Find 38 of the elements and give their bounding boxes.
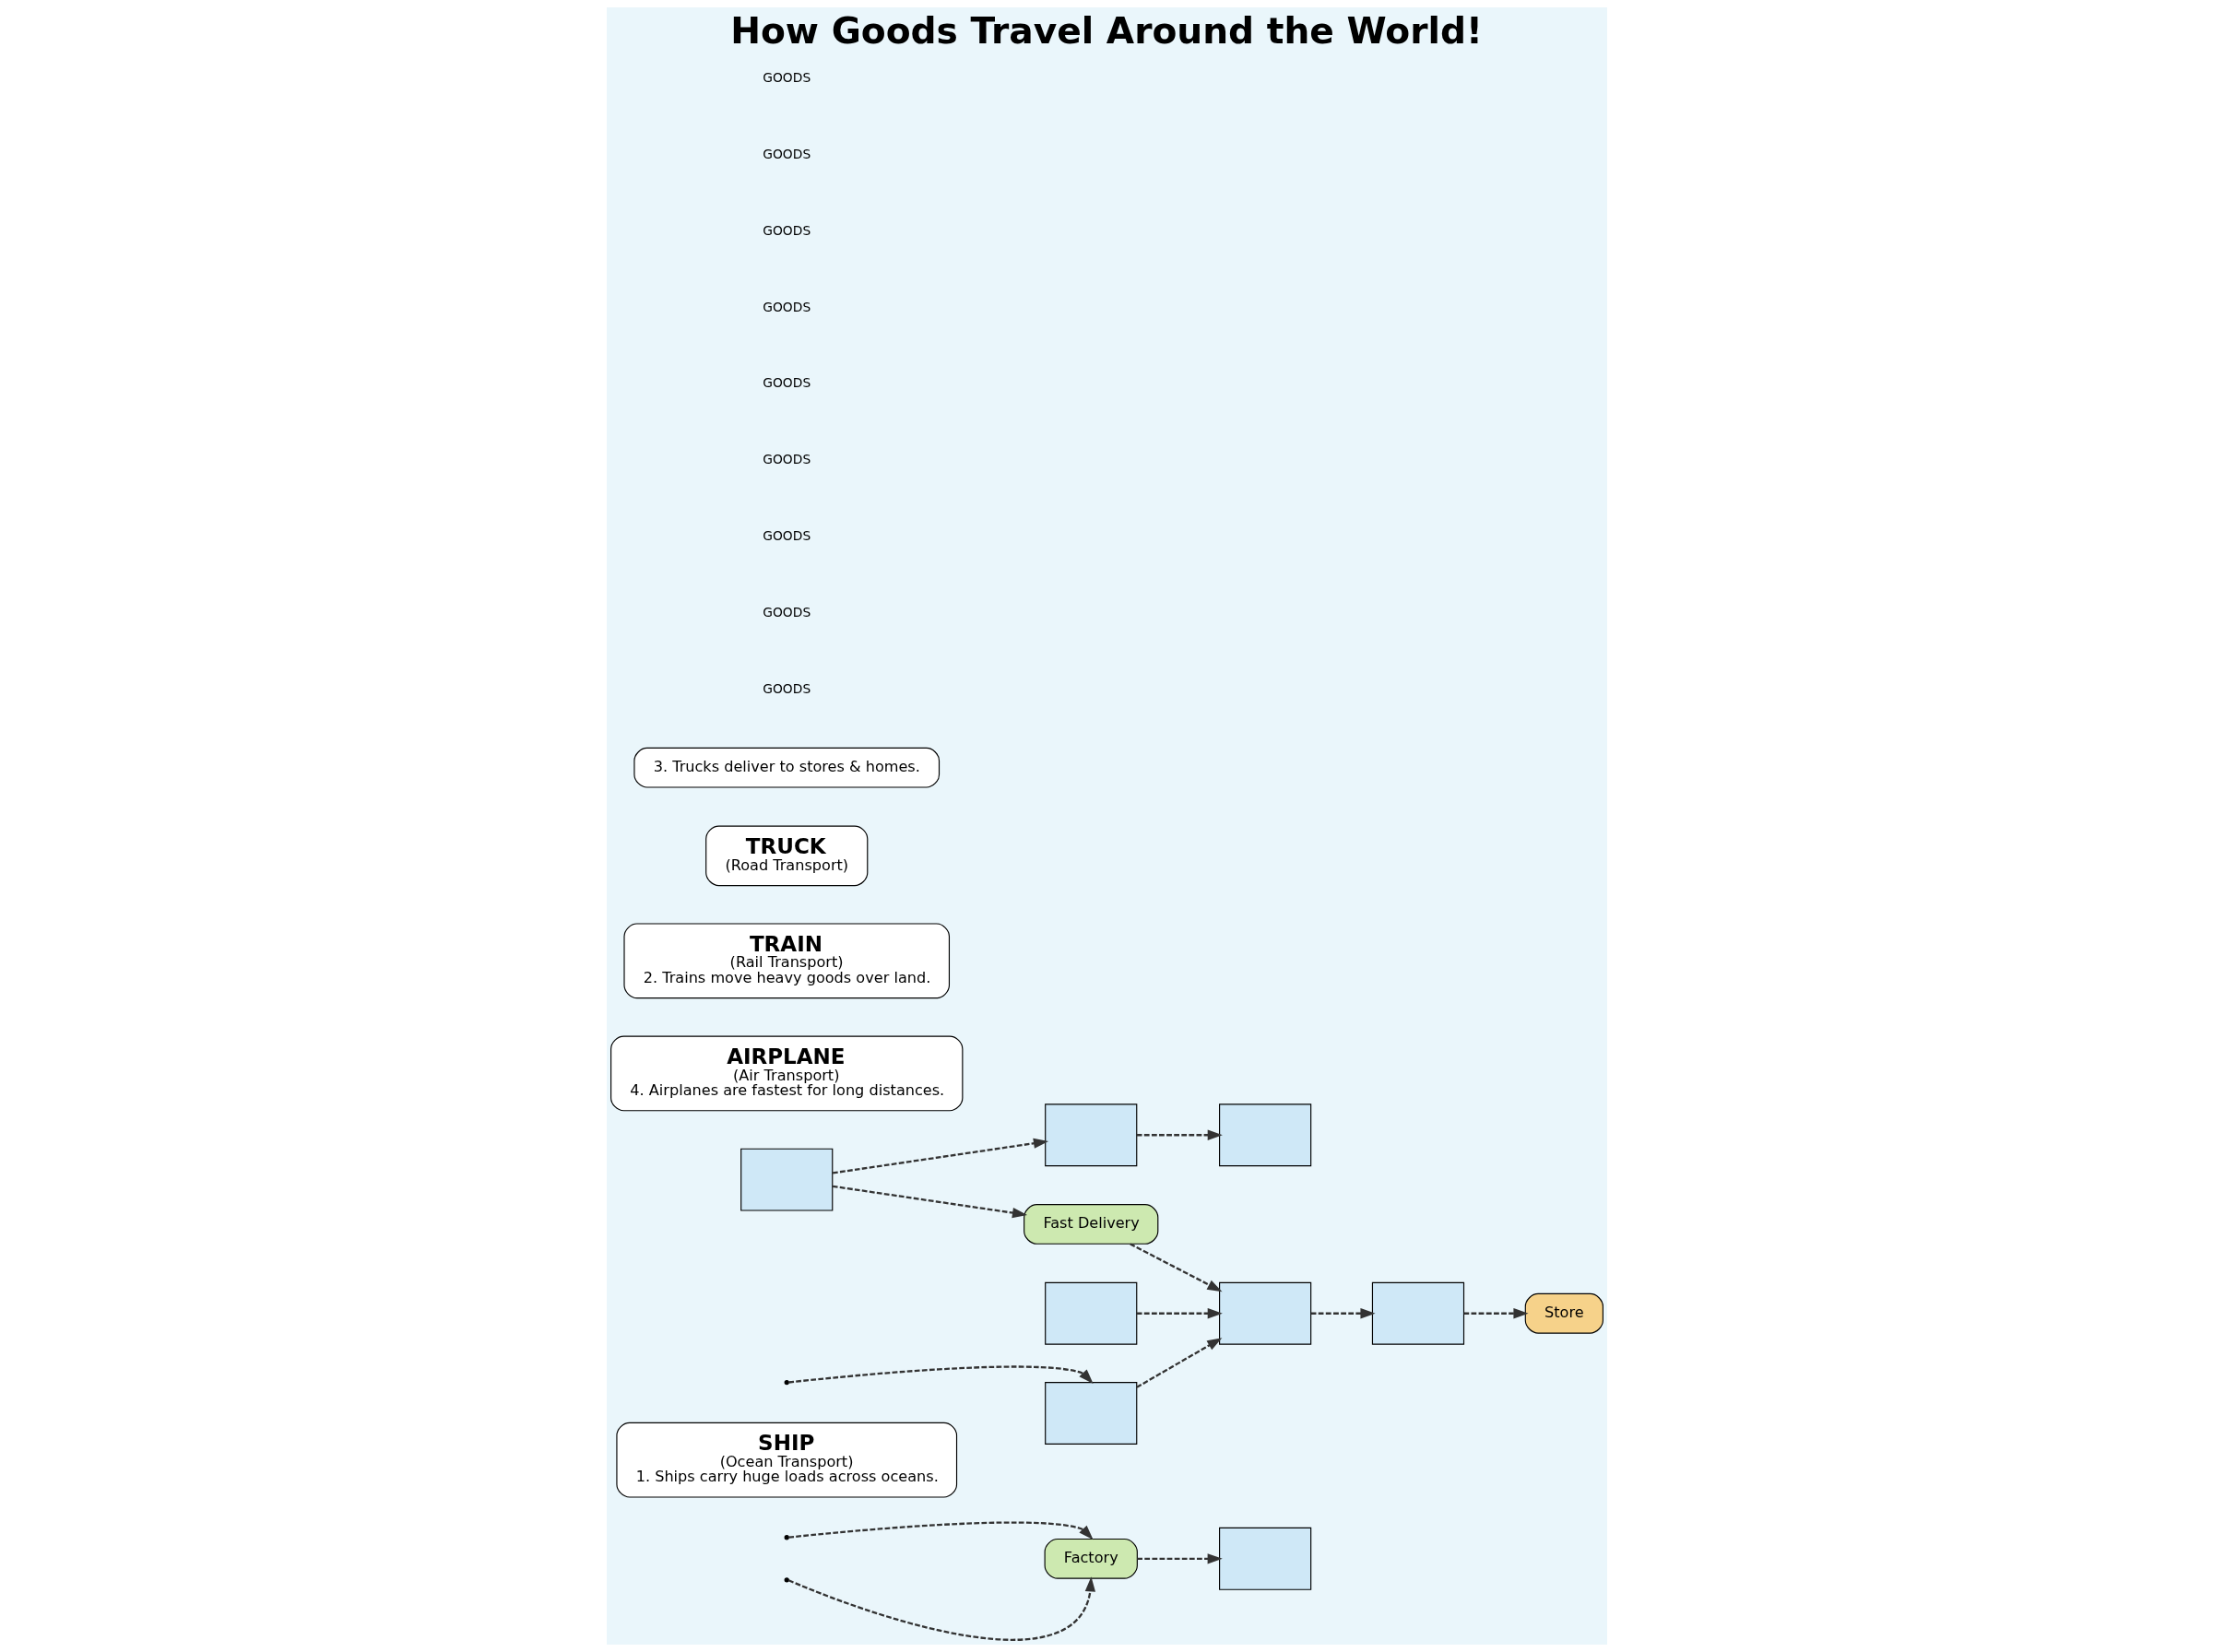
node-box [1044, 1103, 1137, 1167]
node-box: Store [1524, 1292, 1604, 1334]
arrow [787, 1576, 1095, 1641]
label: GOODS [762, 299, 811, 314]
node-box: SHIP (Ocean Transport) 1. Ships carry huge loads across oceans. [615, 1422, 957, 1498]
arrow [787, 1365, 1094, 1384]
node-box: TRUCK (Road Transport) [704, 825, 868, 887]
label: GOODS [762, 452, 811, 467]
node-box [1044, 1281, 1137, 1345]
node-box [1218, 1103, 1311, 1167]
node-box: 3. Trucks deliver to stores & homes. [633, 747, 940, 788]
arrow [832, 1138, 1048, 1174]
node-box: Fast Delivery [1023, 1204, 1158, 1245]
node-box [1218, 1527, 1311, 1590]
arrow [1135, 1338, 1222, 1388]
arrow [1129, 1243, 1222, 1292]
node-box: Factory [1044, 1538, 1138, 1579]
label: GOODS [762, 69, 811, 85]
arrow [1463, 1308, 1529, 1319]
label: GOODS [762, 605, 811, 620]
diagram-title: How Goods Travel Around the World! [729, 10, 1483, 53]
node-box [1371, 1281, 1464, 1345]
arrow [1310, 1308, 1376, 1319]
arrow [1136, 1553, 1223, 1564]
label: GOODS [762, 528, 811, 544]
node-box: AIRPLANE (Air Transport) 4. Airplanes are fastest for long distances. [609, 1035, 963, 1112]
arrow [832, 1185, 1027, 1219]
label: GOODS [762, 375, 811, 391]
arrow [1136, 1308, 1223, 1319]
arrow [787, 1521, 1094, 1540]
node-box [1218, 1281, 1311, 1345]
arrow [1136, 1129, 1223, 1140]
label: GOODS [762, 222, 811, 238]
label: GOODS [762, 146, 811, 161]
label: GOODS [762, 681, 811, 697]
node-box [1044, 1382, 1137, 1445]
node-box [740, 1148, 833, 1211]
node-box: TRAIN (Rail Transport) 2. Trains move heavy goods over land. [622, 923, 950, 999]
